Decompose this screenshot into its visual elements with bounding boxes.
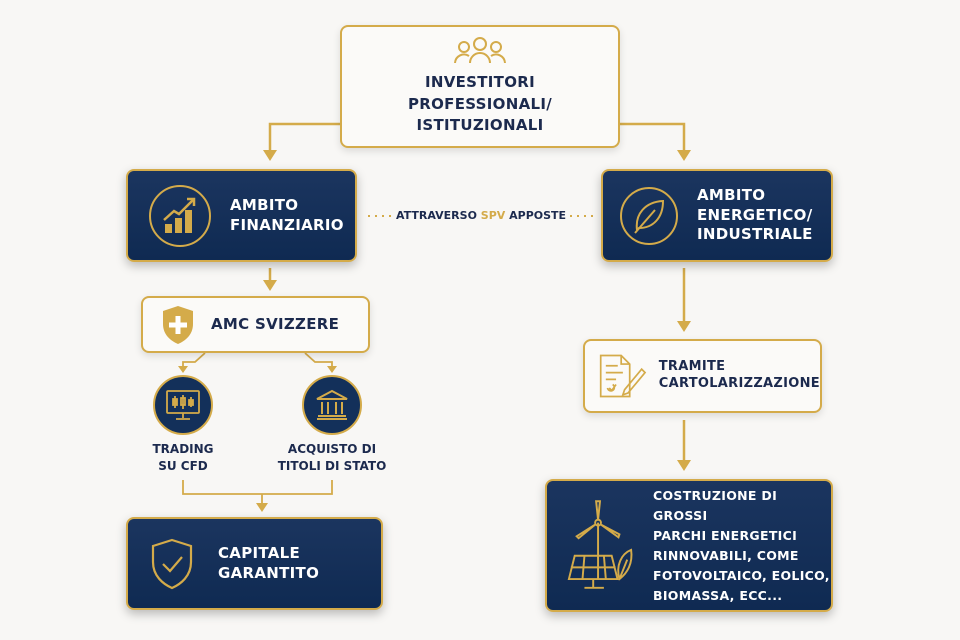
capital-box: CAPITALE GARANTITO (126, 517, 383, 610)
leaf-icon (620, 186, 678, 245)
connector-amc-trading (182, 352, 206, 368)
bonds-label-line: ACQUISTO DI (287, 442, 377, 456)
trading-label-line: TRADING (152, 442, 214, 456)
investors-title-line: PROFESSIONALI/ (407, 94, 553, 113)
energy-title-line: ENERGETICO/ (697, 205, 813, 224)
connector-amc-bonds (304, 352, 333, 368)
capital-title-line: GARANTITO (218, 563, 320, 582)
spv-label: ATTRAVERSO SPV APPOSTE (396, 209, 566, 222)
trading-circle (153, 375, 213, 435)
capital-title-line: CAPITALE (218, 544, 301, 562)
spv-after: APPOSTE (509, 209, 567, 222)
investors-title-line: INVESTITORI (424, 72, 535, 91)
spv-before: ATTRAVERSO (396, 209, 477, 222)
trading-label-line: SU CFD (158, 458, 208, 473)
renewables-line: COSTRUZIONE DI GROSSI (653, 487, 778, 523)
renewables-line: FOTOVOLTAICO, EOLICO, (653, 567, 830, 583)
candlestick-monitor-icon (166, 390, 200, 420)
securitization-line: CARTOLARIZZAZIONE (658, 376, 820, 391)
amc-label: AMC SVIZZERE (211, 314, 340, 333)
financial-title-line: AMBITO (230, 196, 299, 214)
investors-title-line: ISTITUZIONALI (416, 116, 544, 135)
renewables-line: BIOMASSA, ECC... (653, 587, 783, 603)
energy-title-line: INDUSTRIALE (697, 225, 813, 244)
financial-title-line: FINANZIARIO (230, 215, 344, 234)
energy-box: AMBITO ENERGETICO/ INDUSTRIALE (601, 169, 833, 262)
securitization-box: TRAMITE CARTOLARIZZAZIONE (583, 339, 822, 413)
securitization-line: TRAMITE (658, 359, 726, 375)
connector-to-capital (182, 480, 333, 506)
bonds-circle (302, 375, 362, 435)
renewables-line: PARCHI ENERGETICI (653, 527, 798, 543)
shield-check-icon (151, 538, 193, 589)
renewables-line: RINNOVABILI, COME (653, 547, 799, 563)
spv-highlight: SPV (480, 209, 506, 222)
bonds-label-line: TITOLI DI STATO (277, 458, 387, 473)
document-pen-icon (599, 354, 647, 398)
connector-top-left (268, 122, 340, 152)
investors-box: INVESTITORI PROFESSIONALI/ ISTITUZIONALI (340, 25, 620, 148)
bank-icon (316, 389, 348, 420)
financial-box: AMBITO FINANZIARIO (126, 169, 357, 262)
people-icon (454, 36, 506, 64)
amc-box: AMC SVIZZERE (141, 296, 370, 353)
growth-chart-icon (149, 184, 211, 247)
energy-title-line: AMBITO (697, 186, 766, 205)
wind-solar-icon (567, 499, 633, 589)
renewables-box: COSTRUZIONE DI GROSSI PARCHI ENERGETICI … (545, 479, 833, 612)
shield-plus-icon (163, 305, 193, 344)
connector-top-right (620, 122, 686, 152)
